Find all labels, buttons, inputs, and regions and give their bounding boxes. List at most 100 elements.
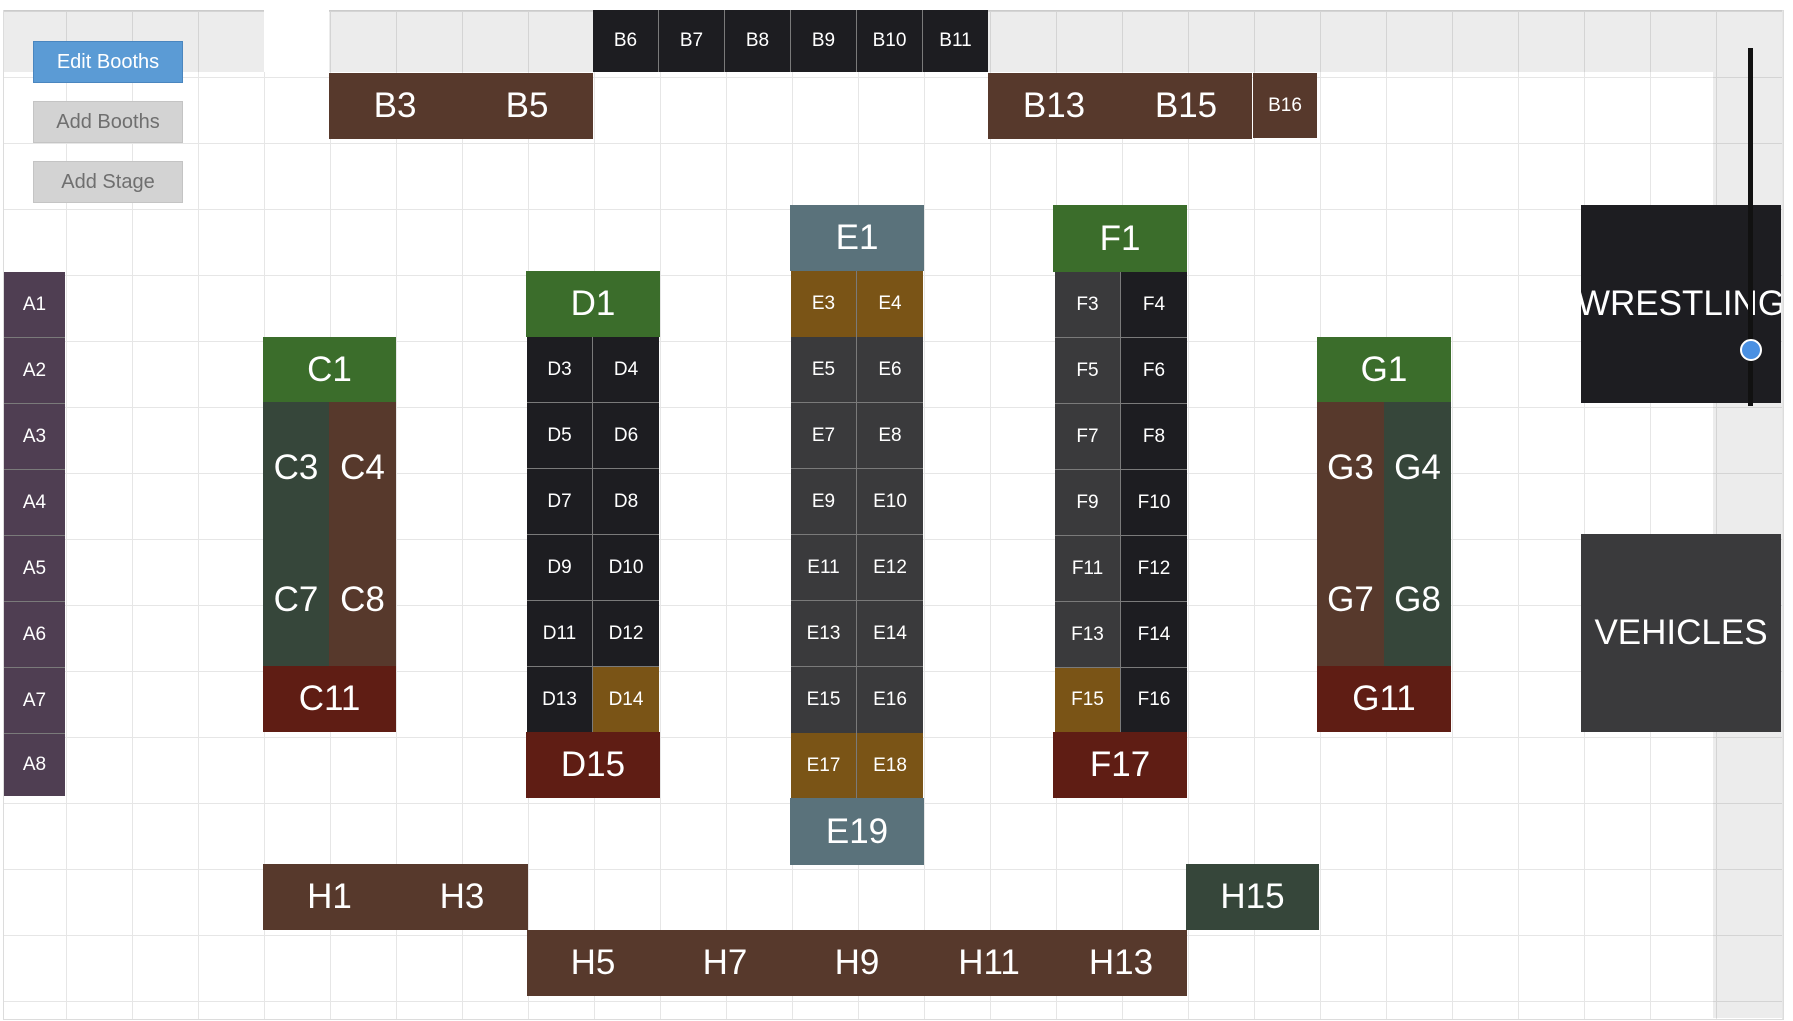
booth-E6[interactable]: E6 (857, 337, 923, 403)
booth-D3[interactable]: D3 (527, 337, 593, 403)
booth-F8[interactable]: F8 (1121, 404, 1187, 470)
booth-D11[interactable]: D11 (527, 601, 593, 667)
booth-G3-G7-column (1317, 402, 1384, 666)
booth-E12[interactable]: E12 (857, 535, 923, 601)
edit-booths-button[interactable]: Edit Booths (33, 41, 183, 83)
booth-H1[interactable]: H1 (263, 864, 396, 930)
booth-E19[interactable]: E19 (790, 798, 924, 865)
booth-E1[interactable]: E1 (790, 205, 924, 271)
booth-C1[interactable]: C1 (263, 337, 396, 402)
booth-B6[interactable]: B6 (593, 10, 659, 72)
slider-knob[interactable] (1740, 339, 1762, 361)
stage-vehicles-label: VEHICLES (1594, 613, 1768, 652)
booth-D7[interactable]: D7 (527, 469, 593, 535)
booth-H15[interactable]: H15 (1186, 864, 1319, 930)
booth-A3[interactable]: A3 (4, 404, 65, 470)
booth-B16[interactable]: B16 (1253, 73, 1317, 138)
booth-F5[interactable]: F5 (1055, 338, 1121, 404)
booth-C8[interactable]: C8 (340, 580, 385, 619)
booth-F11[interactable]: F11 (1055, 536, 1121, 602)
booth-G7[interactable]: G7 (1327, 580, 1374, 619)
booth-D8[interactable]: D8 (593, 469, 659, 535)
booth-B7[interactable]: B7 (659, 10, 725, 72)
booth-E7[interactable]: E7 (791, 403, 857, 469)
booth-D12[interactable]: D12 (593, 601, 659, 667)
booth-B3[interactable]: B3 (329, 73, 461, 139)
booth-A6[interactable]: A6 (4, 602, 65, 668)
booth-F16[interactable]: F16 (1121, 668, 1187, 732)
booth-A1[interactable]: A1 (4, 272, 65, 338)
booth-H5[interactable]: H5 (527, 930, 659, 996)
booth-E16[interactable]: E16 (857, 667, 923, 733)
booth-D1[interactable]: D1 (526, 271, 660, 337)
booth-D15[interactable]: D15 (526, 732, 660, 798)
booth-E18[interactable]: E18 (857, 733, 923, 798)
booth-F6[interactable]: F6 (1121, 338, 1187, 404)
booth-F3[interactable]: F3 (1055, 272, 1121, 338)
vertical-slider-icon[interactable] (1748, 48, 1753, 406)
booth-A7[interactable]: A7 (4, 668, 65, 734)
booth-H7[interactable]: H7 (659, 930, 791, 996)
booth-F7[interactable]: F7 (1055, 404, 1121, 470)
booth-C7[interactable]: C7 (273, 580, 319, 619)
booth-H3[interactable]: H3 (396, 864, 528, 930)
booth-C3[interactable]: C3 (273, 448, 319, 487)
booth-F15[interactable]: F15 (1055, 668, 1121, 732)
booth-E14[interactable]: E14 (857, 601, 923, 667)
booth-A4[interactable]: A4 (4, 470, 65, 536)
booth-B5[interactable]: B5 (461, 73, 593, 139)
booth-E10[interactable]: E10 (857, 469, 923, 535)
booth-H9[interactable]: H9 (791, 930, 923, 996)
booth-F4[interactable]: F4 (1121, 272, 1187, 338)
booth-D14[interactable]: D14 (593, 667, 659, 732)
stage-vehicles[interactable]: VEHICLES (1581, 534, 1781, 732)
booth-A8[interactable]: A8 (4, 734, 65, 796)
booth-E4[interactable]: E4 (857, 271, 923, 337)
booth-C4[interactable]: C4 (340, 448, 385, 487)
booth-E9[interactable]: E9 (791, 469, 857, 535)
booth-D9[interactable]: D9 (527, 535, 593, 601)
booth-F9[interactable]: F9 (1055, 470, 1121, 536)
add-booths-button[interactable]: Add Booths (33, 101, 183, 143)
booth-D10[interactable]: D10 (593, 535, 659, 601)
booth-A5[interactable]: A5 (4, 536, 65, 602)
booth-B15[interactable]: B15 (1120, 73, 1252, 139)
booth-B9[interactable]: B9 (791, 10, 857, 72)
booth-G3[interactable]: G3 (1327, 448, 1374, 487)
booth-C3-C7-column (263, 402, 329, 666)
booth-D5[interactable]: D5 (527, 403, 593, 469)
add-stage-button[interactable]: Add Stage (33, 161, 183, 203)
booth-G1[interactable]: G1 (1317, 337, 1451, 402)
stage-wrestling-label: WRESTLING (1581, 284, 1781, 323)
booth-E11[interactable]: E11 (791, 535, 857, 601)
booth-B8[interactable]: B8 (725, 10, 791, 72)
booth-F12[interactable]: F12 (1121, 536, 1187, 602)
booth-E3[interactable]: E3 (791, 271, 857, 337)
booth-E15[interactable]: E15 (791, 667, 857, 733)
booth-G11[interactable]: G11 (1317, 666, 1451, 732)
booth-D4[interactable]: D4 (593, 337, 659, 403)
booth-C11[interactable]: C11 (263, 666, 396, 732)
booth-G8[interactable]: G8 (1394, 580, 1441, 619)
booth-E17[interactable]: E17 (791, 733, 857, 798)
booth-G4-G8-column (1384, 402, 1451, 666)
booth-A2[interactable]: A2 (4, 338, 65, 404)
booth-D13[interactable]: D13 (527, 667, 593, 732)
booth-B11[interactable]: B11 (923, 10, 988, 72)
booth-B10[interactable]: B10 (857, 10, 923, 72)
booth-F14[interactable]: F14 (1121, 602, 1187, 668)
booth-F17[interactable]: F17 (1053, 732, 1187, 798)
booth-D6[interactable]: D6 (593, 403, 659, 469)
booth-F13[interactable]: F13 (1055, 602, 1121, 668)
booth-H11[interactable]: H11 (923, 930, 1055, 996)
booth-F10[interactable]: F10 (1121, 470, 1187, 536)
booth-F1[interactable]: F1 (1053, 205, 1187, 272)
booth-G4[interactable]: G4 (1394, 448, 1441, 487)
booth-E5[interactable]: E5 (791, 337, 857, 403)
booth-H13[interactable]: H13 (1055, 930, 1187, 996)
booth-E8[interactable]: E8 (857, 403, 923, 469)
booth-B13[interactable]: B13 (988, 73, 1120, 139)
stage-wrestling[interactable]: WRESTLING (1581, 205, 1781, 403)
header-strip (329, 10, 593, 72)
booth-E13[interactable]: E13 (791, 601, 857, 667)
